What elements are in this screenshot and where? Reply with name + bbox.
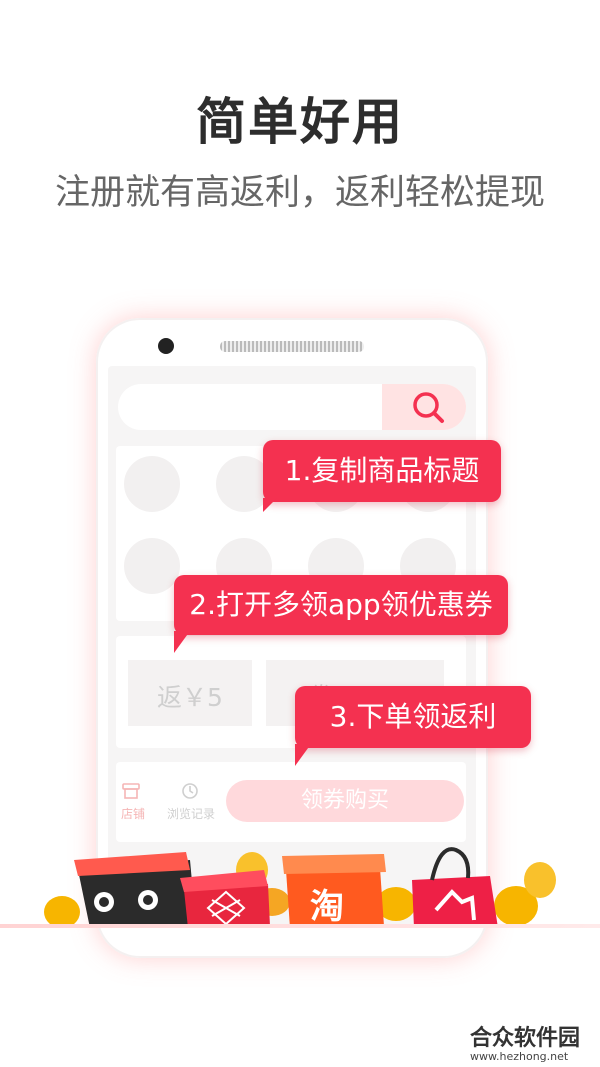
get-coupon-buy-button[interactable]: 领券购买 xyxy=(226,780,464,822)
floor-line xyxy=(0,924,600,928)
shopping-bag-icon xyxy=(412,876,498,928)
coin-icon xyxy=(524,862,556,898)
subheadline: 注册就有高返利，返利轻松提现 xyxy=(54,173,545,213)
search-icon[interactable] xyxy=(410,389,446,425)
store-icon[interactable] xyxy=(122,783,140,799)
phone-speaker xyxy=(220,341,364,352)
rebate-box xyxy=(128,660,252,726)
coin-icon xyxy=(44,896,80,928)
phone-camera xyxy=(158,338,174,354)
step-2-callout-tail xyxy=(174,631,190,653)
category-icon[interactable] xyxy=(124,456,180,512)
gift-box-icon xyxy=(184,884,270,928)
rebate-amount: 返￥5 xyxy=(157,683,223,712)
category-icon[interactable] xyxy=(216,456,272,512)
watermark-name: 合众软件园 xyxy=(470,1026,581,1051)
taobao-box-icon xyxy=(286,868,384,928)
step-1-callout-tail xyxy=(263,498,277,512)
coin-icon xyxy=(494,886,538,926)
step-2-callout: 2.打开多领app领优惠券 xyxy=(174,575,508,635)
step-3-callout: 3.下单领返利 xyxy=(295,686,531,748)
store-label[interactable]: 店铺 xyxy=(120,807,145,821)
coin-icon xyxy=(376,887,416,921)
watermark-url: www.hezhong.net xyxy=(470,1050,569,1063)
step-3-callout-tail xyxy=(295,744,311,766)
history-icon[interactable] xyxy=(181,782,199,800)
category-icon[interactable] xyxy=(124,538,180,594)
history-label[interactable]: 浏览记录 xyxy=(166,807,215,821)
step-1-callout: 1.复制商品标题 xyxy=(263,440,501,502)
svg-text:淘: 淘 xyxy=(310,887,344,927)
search-button[interactable] xyxy=(382,384,466,430)
headline: 简单好用 xyxy=(196,93,404,151)
shopping-illustration: 淘 xyxy=(44,847,556,928)
